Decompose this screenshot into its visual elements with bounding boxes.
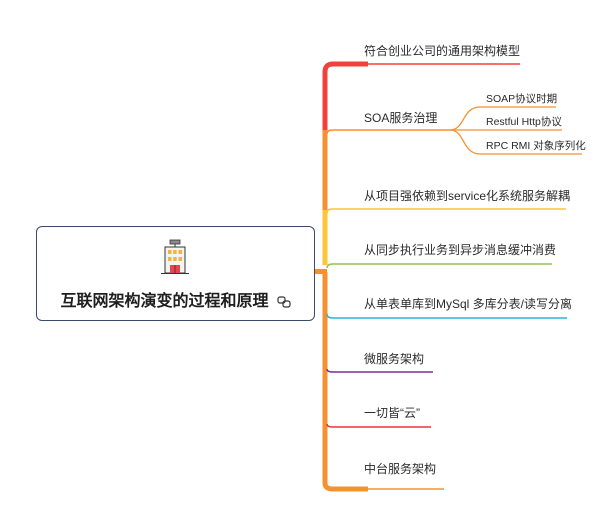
- branch-connector-0: [322, 61, 368, 130]
- branch-node-0[interactable]: 符合创业公司的通用架构模型: [364, 44, 521, 58]
- branch-node-1[interactable]: SOA服务治理: [364, 111, 438, 125]
- branch-node-5[interactable]: 微服务架构: [364, 352, 425, 366]
- root-node[interactable]: 互联网架构演变的过程和原理: [36, 226, 315, 321]
- branch-underline-4: [326, 313, 567, 319]
- branch-node-6[interactable]: 一切皆“云”: [364, 406, 420, 420]
- branch-underline-2: [326, 208, 566, 214]
- sub-connector-2: [449, 129, 582, 155]
- branch-node-3[interactable]: 从同步执行业务到异步消息缓冲消费: [364, 243, 557, 257]
- trunk-segment: [322, 272, 368, 492]
- root-title: 互联网架构演变的过程和原理: [60, 293, 269, 310]
- sub-node-0[interactable]: SOAP协议时期: [486, 93, 558, 105]
- sub-node-1[interactable]: Restful Http协议: [486, 116, 562, 128]
- branch-node-2[interactable]: 从项目强依赖到service化系统服务解耦: [364, 189, 571, 203]
- root-title-row: 互联网架构演变的过程和原理: [37, 287, 314, 311]
- branch-underline-3: [326, 263, 552, 269]
- link-icon[interactable]: [276, 296, 291, 308]
- branch-node-4[interactable]: 从单表单库到MySql 多库分表/读写分离: [364, 297, 573, 311]
- root-connector: [315, 269, 327, 274]
- branch-underline-1: [326, 129, 450, 135]
- branch-node-7[interactable]: 中台服务架构: [364, 462, 437, 476]
- sub-node-2[interactable]: RPC RMI 对象序列化: [486, 140, 586, 152]
- branch-underline-5: [326, 368, 433, 373]
- branch-underline-6: [326, 423, 431, 428]
- office-building-icon: [161, 239, 189, 274]
- sub-connector-0: [449, 106, 556, 131]
